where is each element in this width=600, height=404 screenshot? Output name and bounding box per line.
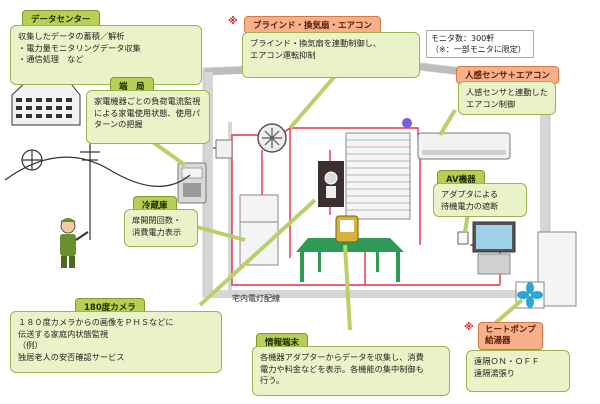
window-blind	[345, 132, 411, 220]
house-left-wall	[205, 72, 213, 294]
terminal-description: 各機器アダプターからデータを収集し、消費 電力や料金などを表示。各機能の集中制御…	[252, 346, 450, 396]
av-description: アダプタによる 待機電力の遮断	[433, 183, 527, 217]
blind-description: ブラインド・換気扇を連動制御し、 エアコン運転抑制	[242, 32, 420, 78]
service-worker-figure	[60, 218, 89, 268]
house-floor	[205, 290, 548, 298]
air-conditioner	[417, 132, 511, 160]
refrigerator-description: 扉開閉回数・ 消費電力表示	[124, 209, 198, 247]
blind-slats	[346, 139, 410, 211]
camera-description: １８０度カメラからの画像をＰＨＳなどに 伝送する家庭内状態監視 （例） 独居老人…	[10, 311, 222, 373]
note-mark-heatpump: ※	[464, 322, 474, 333]
motion-sensor-description: 人感センサと連動した エアコン制御	[458, 81, 556, 115]
utility-pole	[4, 140, 191, 240]
note-mark-blind: ※	[228, 16, 238, 27]
heatpump-title: ヒートポンプ 給湯器	[478, 322, 543, 350]
monitor-note: （※：一部モニタに限定）	[431, 45, 526, 54]
refrigerator-unit	[239, 194, 279, 266]
callout-pointers	[148, 74, 524, 331]
monitor-count-box: モニタ数：300軒 （※：一部モニタに限定）	[426, 30, 534, 58]
table	[296, 238, 404, 282]
data-center-description: 収集したデータの蓄積／解析 ・電力量モニタリングデータ収集 ・通信処理 など	[10, 25, 202, 85]
motion-sensor	[402, 118, 412, 128]
wiring-label: 宅内電灯配線	[232, 294, 280, 303]
av-adapter	[457, 231, 469, 245]
heatpump-description: 遠隔ＯＮ・ＯＦＦ 遠隔湯張り	[466, 350, 570, 392]
monitor-count: モニタ数：300軒	[431, 34, 495, 43]
headend-description: 家電機器ごとの負荷電流監視 による家電使用状態、使用パ ターンの把握	[86, 90, 210, 144]
house-right-wall	[540, 82, 548, 294]
breaker-box	[215, 139, 233, 159]
data-center-building	[11, 79, 81, 126]
